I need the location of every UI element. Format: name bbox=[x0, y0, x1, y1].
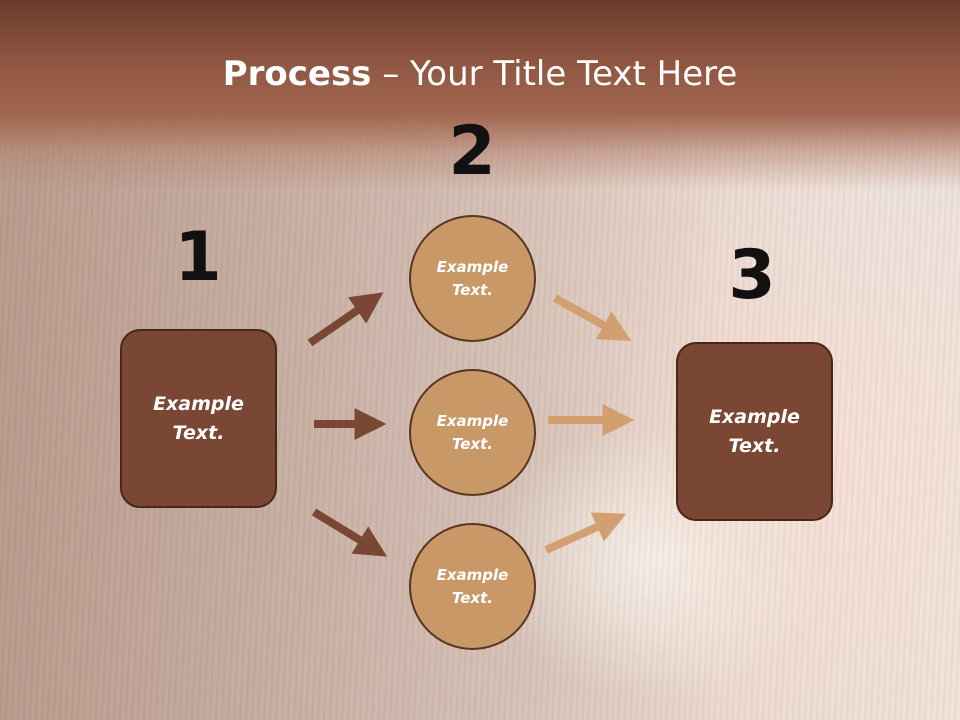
circle-node-2-line2: Text. bbox=[451, 434, 493, 453]
slide-title: Process – Your Title Text Here bbox=[0, 52, 960, 96]
arrow-1-to-circle-1 bbox=[307, 292, 384, 347]
step-box-3-line1: Example bbox=[709, 405, 800, 428]
arrow-1-to-circle-3 bbox=[311, 508, 388, 557]
circle-node-3-text: Example Text. bbox=[437, 564, 509, 610]
step-box-1-line2: Text. bbox=[172, 421, 225, 444]
step-box-3-line2: Text. bbox=[728, 434, 781, 457]
circle-node-2-text: Example Text. bbox=[437, 410, 509, 456]
title-bold: Process bbox=[222, 54, 372, 94]
circle-node-3: Example Text. bbox=[409, 523, 536, 650]
circle-node-1-line2: Text. bbox=[451, 280, 493, 299]
circle-node-3-line1: Example bbox=[436, 565, 509, 584]
step-box-1-line1: Example bbox=[153, 392, 244, 415]
circle-node-2-line1: Example bbox=[436, 411, 509, 430]
arrow-circle-1-to-3 bbox=[553, 294, 632, 341]
title-band bbox=[0, 0, 960, 190]
circle-node-1-text: Example Text. bbox=[437, 256, 509, 302]
step-box-1: Example Text. bbox=[120, 329, 277, 508]
step-number-2: 2 bbox=[448, 112, 496, 191]
step-number-1: 1 bbox=[174, 218, 222, 297]
circle-node-3-line2: Text. bbox=[451, 588, 493, 607]
circle-node-1: Example Text. bbox=[409, 215, 536, 342]
step-box-3: Example Text. bbox=[676, 342, 833, 521]
step-number-3: 3 bbox=[728, 236, 776, 315]
step-box-1-text: Example Text. bbox=[153, 390, 244, 448]
circle-node-2: Example Text. bbox=[409, 369, 536, 496]
step-box-3-text: Example Text. bbox=[709, 403, 800, 461]
arrow-circle-3-to-3 bbox=[544, 512, 627, 554]
title-rest: – Your Title Text Here bbox=[371, 54, 738, 94]
circle-node-1-line1: Example bbox=[436, 257, 509, 276]
